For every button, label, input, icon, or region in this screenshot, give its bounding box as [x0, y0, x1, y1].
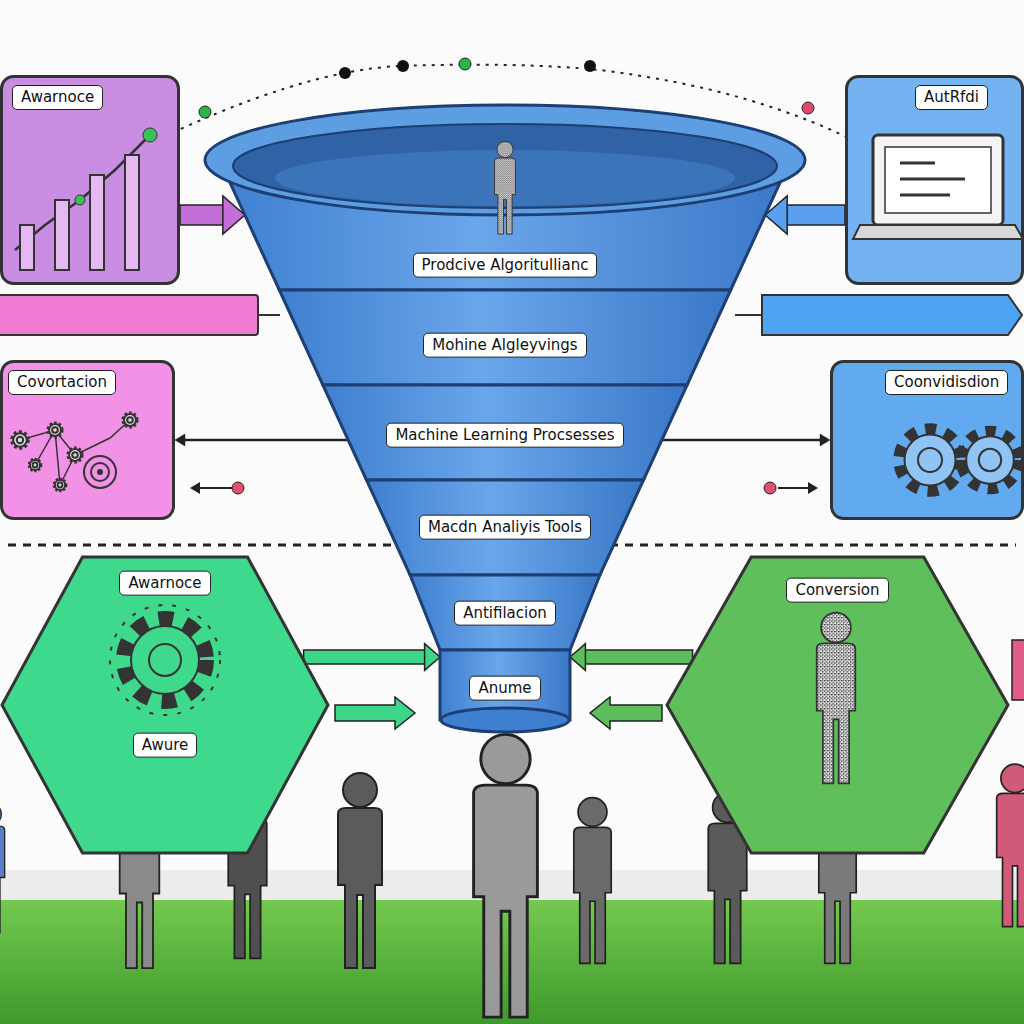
flow-arrow	[175, 434, 348, 446]
stage-label: Mohine Algleyvings	[423, 333, 586, 358]
stage-label: Prodcive Algoritullianc	[413, 253, 598, 278]
conversion-hexagon: Conversion	[665, 555, 1010, 855]
stage-label: Awure	[133, 733, 198, 758]
arrowhead	[820, 434, 830, 446]
funnel-band: Anume	[440, 650, 570, 720]
stage-label: Awarnoce	[119, 571, 210, 596]
funnel-band: Mohine Algleyvings	[279, 290, 731, 385]
flow-arrow	[304, 644, 440, 671]
stage-label: Macdn Analiyis Tools	[419, 515, 591, 540]
stage-label: Awarnoce	[12, 85, 103, 110]
arrow-shaft	[786, 205, 845, 225]
stage-label: AutRfdi	[915, 85, 988, 110]
funnel-band: Prodcive Algoritullianc	[200, 100, 810, 290]
ai-panel: AutRfdi	[845, 75, 1024, 285]
stage-label: Anume	[469, 676, 540, 701]
arrow-shaft	[184, 439, 348, 442]
stage-label: Machine Learning Procsesses	[386, 423, 623, 448]
funnel-band: Machine Learning Procsesses	[322, 385, 688, 480]
arrow-shaft	[584, 650, 692, 664]
conversation-panel: Covortacion	[0, 360, 175, 520]
awareness-hexagon: AwarnoceAwure	[0, 555, 330, 855]
conversion-panel: Coonvidisdion	[830, 360, 1024, 520]
arrow-shaft	[304, 650, 426, 664]
funnel-band: Antifilacion	[410, 575, 600, 650]
stage-label: Conversion	[786, 578, 888, 603]
arrow-shaft	[180, 205, 224, 225]
stage-label: Covortacion	[8, 370, 116, 395]
flow-arrow	[180, 196, 245, 234]
arrow-shaft	[662, 439, 821, 442]
funnel-band: Macdn Analiyis Tools	[366, 480, 644, 575]
hexagon-shape	[0, 555, 330, 855]
flow-arrow	[662, 434, 830, 446]
stage-label: Antifilacion	[454, 601, 556, 626]
flow-arrow	[570, 644, 693, 671]
arrowhead	[175, 434, 185, 446]
flow-arrow	[765, 196, 845, 234]
awareness-panel: Awarnoce	[0, 75, 180, 285]
stage-label: Coonvidisdion	[885, 370, 1008, 395]
